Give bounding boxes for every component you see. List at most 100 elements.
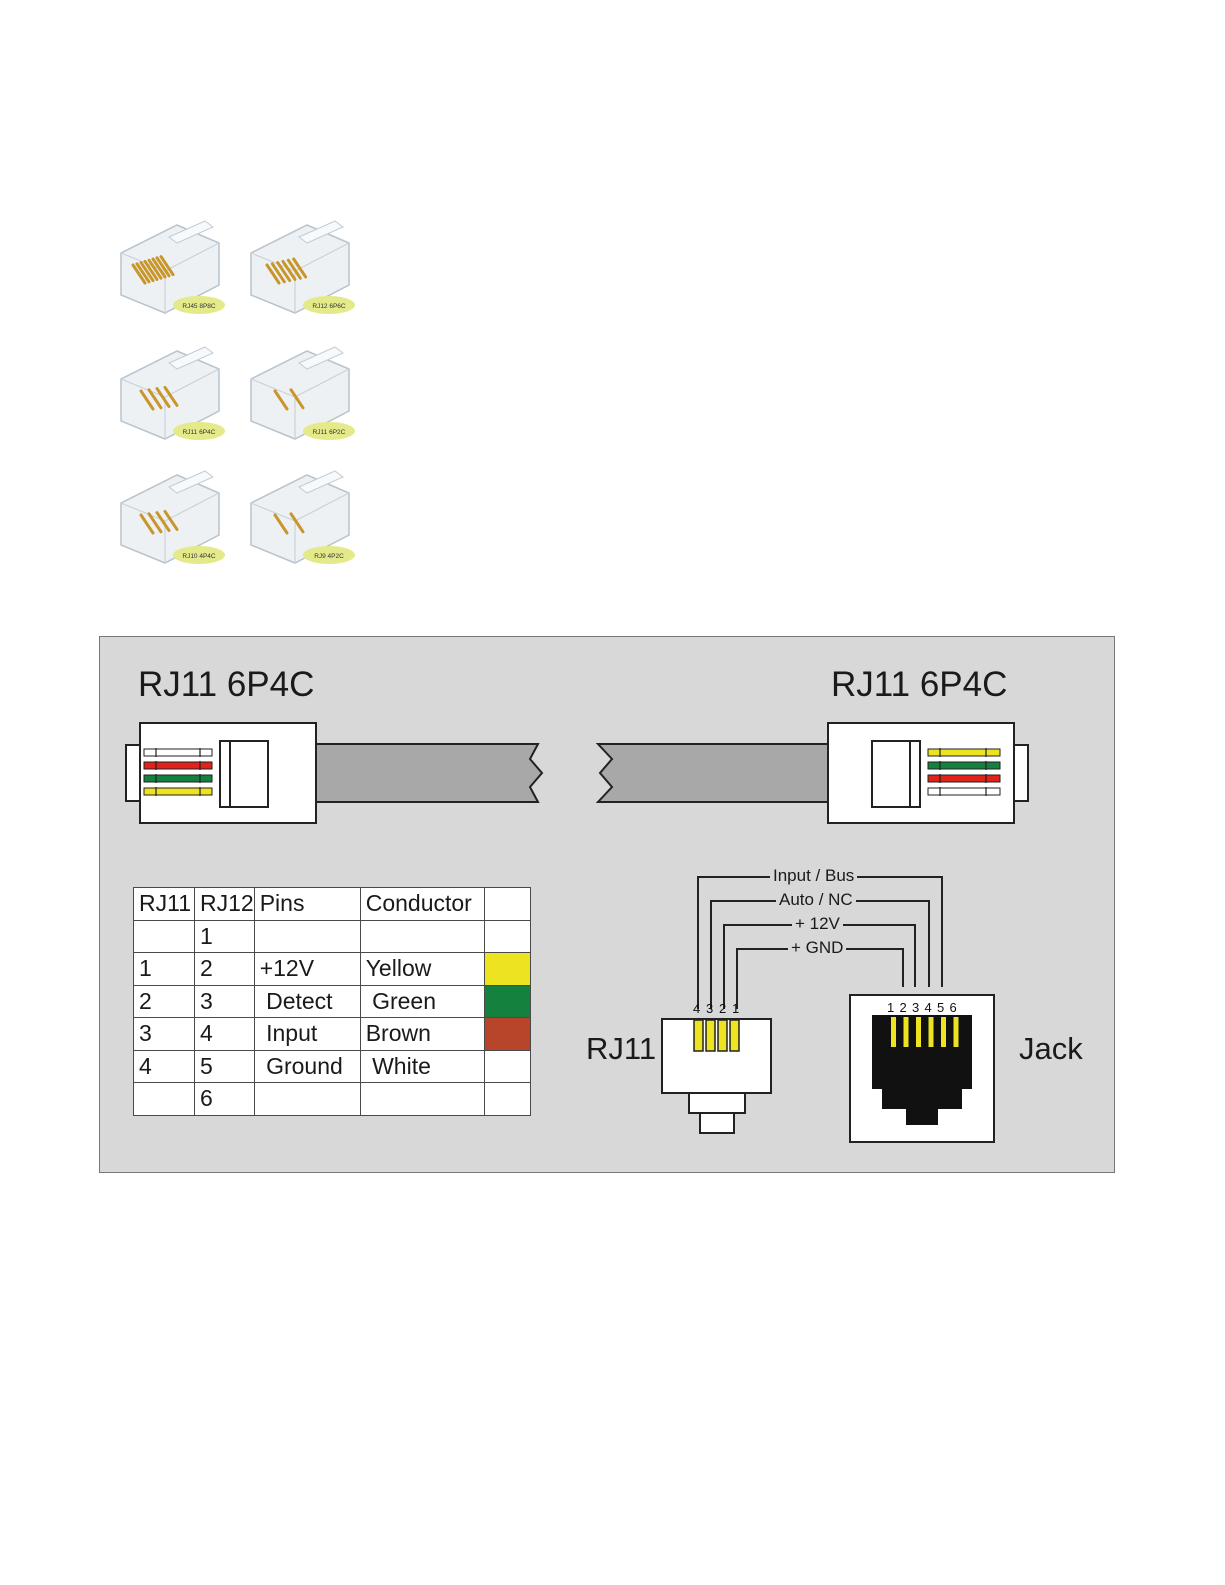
connector-label: RJ11 6P4C [183, 429, 216, 436]
cable-left-title: RJ11 6P4C [138, 667, 314, 702]
plug-pin-number: 3 [706, 1002, 713, 1015]
connector-photos: RJ45 8P8C RJ12 6P6C RJ11 6P4C RJ11 6P2C RJ10… [107, 213, 365, 585]
cell-rj11 [134, 920, 195, 953]
cell-pin [254, 920, 360, 953]
jack-contact [891, 1017, 896, 1047]
cell-pin: Detect [254, 985, 360, 1018]
cell-pin: Ground [254, 1050, 360, 1083]
jack-contact [941, 1017, 946, 1047]
color-swatch [484, 1083, 530, 1116]
table-row: 6 [134, 1083, 531, 1116]
cell-rj11: 4 [134, 1050, 195, 1083]
cell-conductor: Brown [360, 1018, 484, 1051]
cable-right [598, 744, 828, 802]
plug-pin-number: 4 [693, 1002, 700, 1015]
conductor-stripe [928, 775, 1000, 782]
color-swatch [484, 953, 530, 986]
connector-photo-grid: RJ45 8P8C RJ12 6P6C RJ11 6P4C RJ11 6P2C RJ10… [107, 213, 365, 585]
plug-pin-number: 2 [719, 1002, 726, 1015]
cell-rj12: 3 [195, 985, 255, 1018]
connector-photo: RJ12 6P6C [251, 221, 355, 314]
conductor-stripe [928, 788, 1000, 795]
cell-pin: +12V [254, 953, 360, 986]
connector-photo: RJ11 6P2C [251, 347, 355, 440]
cell-conductor: Green [360, 985, 484, 1018]
conductor-stripe [928, 749, 1000, 756]
table-header-rj11: RJ11 [134, 888, 195, 921]
color-swatch [484, 1050, 530, 1083]
table-header-conductor: Conductor [360, 888, 484, 921]
table-header-pins: Pins [254, 888, 360, 921]
color-swatch [484, 1018, 530, 1051]
jack-contact [904, 1017, 909, 1047]
connector-photo: RJ10 4P4C [121, 471, 225, 564]
cell-rj11: 2 [134, 985, 195, 1018]
jack-contact [954, 1017, 959, 1047]
jack-pin-number: 5 [937, 1001, 944, 1014]
cell-rj12: 1 [195, 920, 255, 953]
conductor-stripe [144, 749, 212, 756]
jack-contact [929, 1017, 934, 1047]
jack [850, 995, 994, 1142]
cell-conductor [360, 1083, 484, 1116]
cable-left [316, 744, 542, 802]
connector-label: RJ9 4P2C [314, 553, 344, 560]
jack-pin-number: 1 [887, 1001, 894, 1014]
plug-contact [706, 1020, 715, 1051]
connector-label: RJ10 4P4C [182, 553, 216, 560]
table-header-row: RJ11 RJ12 Pins Conductor [134, 888, 531, 921]
plug-pin-number: 1 [732, 1002, 739, 1015]
cell-pin [254, 1083, 360, 1116]
jack-pin-number: 2 [900, 1001, 907, 1014]
table-row: 1 [134, 920, 531, 953]
connector-photo: RJ45 8P8C [121, 221, 225, 314]
wiring-diagram-panel: RJ11 6P4C RJ11 6P4C Input / Bus Auto / N… [99, 636, 1115, 1173]
connector-photo: RJ11 6P4C [121, 347, 225, 440]
conductor-stripe [928, 762, 1000, 769]
cell-rj12: 4 [195, 1018, 255, 1051]
table-header-rj12: RJ12 [195, 888, 255, 921]
cell-conductor: White [360, 1050, 484, 1083]
wire-label-auto-nc: Auto / NC [776, 891, 856, 908]
cell-rj11 [134, 1083, 195, 1116]
cable-right-title: RJ11 6P4C [831, 667, 1007, 702]
wire-label-12v: + 12V [792, 915, 843, 932]
jack-label: Jack [1019, 1033, 1083, 1064]
cell-pin: Input [254, 1018, 360, 1051]
plug-contact [718, 1020, 727, 1051]
connector-label: RJ11 6P2C [313, 429, 346, 436]
table-header-swatch [484, 888, 530, 921]
wire-label-gnd: + GND [788, 939, 846, 956]
cell-rj12: 5 [195, 1050, 255, 1083]
plug-right [828, 723, 1028, 823]
jack-contact [916, 1017, 921, 1047]
cell-conductor: Yellow [360, 953, 484, 986]
jack-pin-number: 6 [950, 1001, 957, 1014]
cell-rj11: 1 [134, 953, 195, 986]
connector-label: RJ45 8P8C [182, 303, 216, 310]
connector-photo: RJ9 4P2C [251, 471, 355, 564]
conductor-stripe [144, 775, 212, 782]
jack-pin-number: 3 [912, 1001, 919, 1014]
conductor-stripe [144, 762, 212, 769]
plug-left [126, 723, 316, 823]
color-swatch [484, 920, 530, 953]
cell-rj11: 3 [134, 1018, 195, 1051]
jack-pin-number: 4 [925, 1001, 932, 1014]
cell-rj12: 6 [195, 1083, 255, 1116]
cell-conductor [360, 920, 484, 953]
color-swatch [484, 985, 530, 1018]
cell-rj12: 2 [195, 953, 255, 986]
connector-label: RJ12 6P6C [312, 303, 346, 310]
plug-contact [730, 1020, 739, 1051]
wire-label-input-bus: Input / Bus [770, 867, 857, 884]
plug-contact [694, 1020, 703, 1051]
rj11-plug-label: RJ11 [586, 1033, 656, 1064]
conductor-stripe [144, 788, 212, 795]
rj11-plug-front [662, 1019, 771, 1133]
